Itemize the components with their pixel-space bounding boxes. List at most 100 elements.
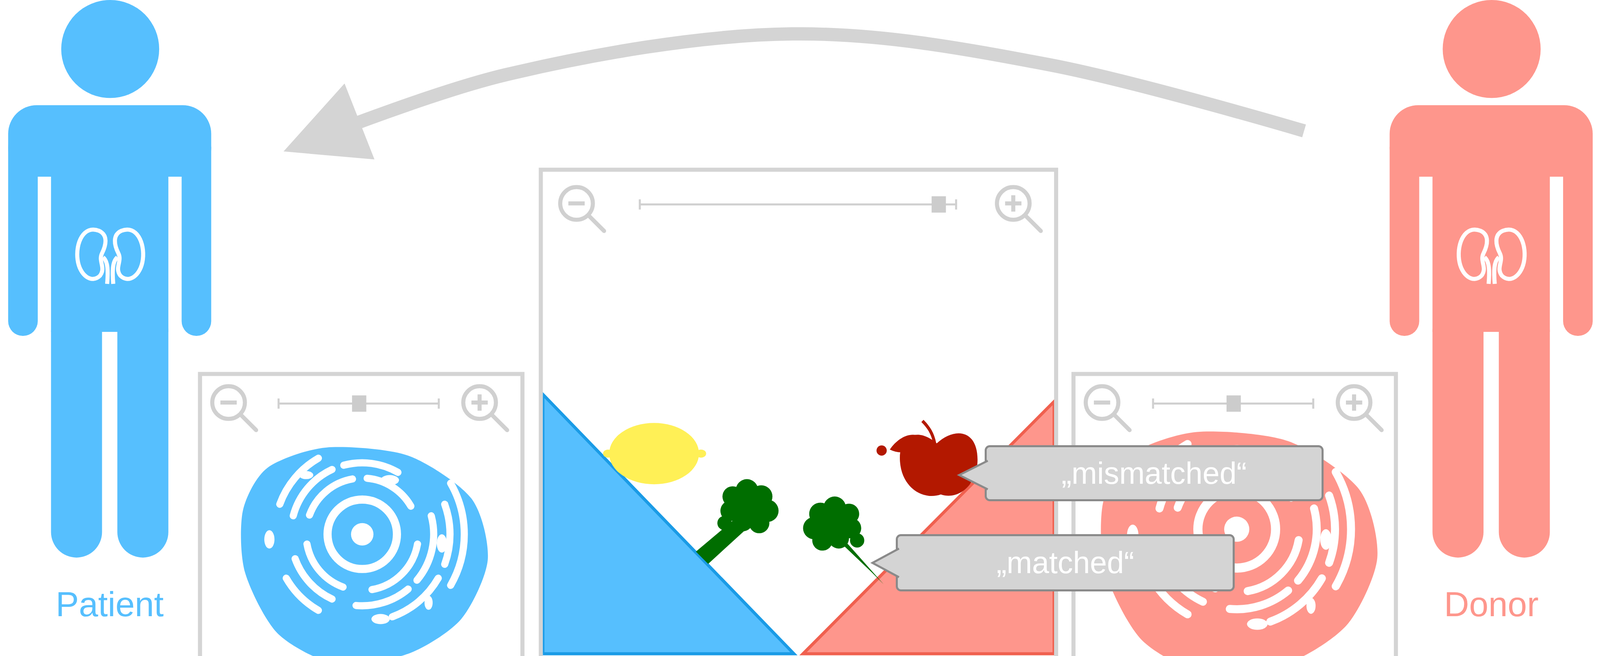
callout-box: „mismatched“ (984, 444, 1324, 501)
zoom-in-icon (491, 414, 508, 430)
zoom-in-icon (1366, 414, 1382, 430)
figure-part (1442, 0, 1541, 98)
figure-part (1389, 132, 1420, 336)
callout-pointer (959, 460, 988, 489)
transplant-arrow (319, 33, 1305, 138)
figure-part (51, 153, 169, 332)
cell-nucleus (327, 499, 397, 569)
zoom-out-icon (588, 215, 605, 231)
person-node: Patient (0, 0, 281, 656)
callout-pointer (872, 548, 899, 577)
broccoli-floret (819, 510, 846, 537)
person-figure (0, 0, 281, 656)
figure-part (103, 257, 108, 284)
endoplasmic-reticulum (1247, 539, 1299, 591)
vesicle (436, 533, 447, 553)
apple-leaf (889, 434, 925, 452)
figure-part (117, 306, 169, 557)
figure-part (1498, 306, 1551, 557)
callout-pointer (872, 548, 899, 577)
broccoli-floret (849, 532, 865, 548)
zoom-out-icon (1093, 400, 1111, 405)
cell-nucleolus (351, 522, 374, 546)
figure-part (1432, 306, 1484, 557)
endoplasmic-reticulum (355, 588, 408, 606)
figure-part (1494, 257, 1499, 284)
person-label: Donor (1381, 577, 1600, 631)
zoom-out-icon (1114, 414, 1130, 430)
zoom-controls (1085, 385, 1382, 430)
callout-text: „mismatched“ (1061, 455, 1247, 491)
vesicle (380, 474, 399, 486)
broccoli-floret (717, 515, 732, 530)
zoom-slider-thumb (1226, 394, 1241, 412)
zoom-out-icon (220, 400, 237, 405)
figure-part (8, 132, 38, 336)
endoplasmic-reticulum (1329, 495, 1336, 563)
figure-part (114, 229, 144, 279)
zoom-slider (1312, 398, 1315, 409)
endoplasmic-reticulum (1270, 577, 1322, 622)
broccoli (696, 478, 779, 564)
figure-part (77, 229, 106, 279)
lemon (603, 449, 614, 458)
vesicle (264, 529, 275, 548)
figure-part (181, 132, 212, 336)
endoplasmic-reticulum (450, 483, 465, 585)
lemon (696, 449, 707, 458)
callout-text: „matched“ (996, 544, 1135, 580)
figure-part (1484, 257, 1490, 284)
endoplasmic-reticulum (371, 543, 418, 589)
vesicle (299, 470, 314, 479)
figure-part (112, 257, 118, 284)
zoom-in-icon (1352, 394, 1357, 411)
broccoli-floret (735, 493, 763, 520)
figure-part (61, 0, 160, 98)
zoom-slider-thumb (351, 394, 367, 412)
zoom-slider (277, 398, 280, 409)
zoom-out-icon (240, 414, 257, 430)
endoplasmic-reticulum (416, 515, 434, 581)
zoom-controls (560, 187, 1041, 231)
apple (876, 420, 978, 496)
vesicle (1306, 597, 1316, 614)
figure-part (1496, 229, 1525, 279)
apple-leaf (876, 445, 887, 456)
zoom-slider-thumb (931, 196, 946, 213)
zoom-window (200, 373, 523, 656)
zoom-controls (212, 385, 508, 430)
endoplasmic-reticulum (392, 577, 438, 617)
endoplasmic-reticulum (1335, 471, 1352, 587)
zoom-slider (955, 199, 958, 210)
zoom-in-icon (1011, 195, 1016, 212)
cell (241, 446, 488, 656)
patient-surface (542, 394, 794, 654)
zoom-out-icon (568, 201, 585, 206)
vesicle (1320, 528, 1332, 550)
callout-box: „matched“ (895, 533, 1235, 591)
figure-part (1458, 229, 1488, 279)
broccoli (803, 495, 885, 584)
apple-stem (922, 420, 935, 443)
vesicle (371, 613, 390, 624)
endoplasmic-reticulum (444, 503, 451, 564)
person-label: Patient (0, 577, 220, 631)
person-figure (1300, 0, 1600, 656)
zoom-slider (437, 398, 440, 409)
endoplasmic-reticulum (343, 462, 399, 473)
zoom-slider (1151, 398, 1154, 409)
endoplasmic-reticulum (1229, 590, 1289, 609)
figure-part (1563, 132, 1593, 336)
cell-body (241, 446, 488, 656)
figure-part (1432, 153, 1551, 332)
vesicle (1246, 617, 1268, 630)
lemon (609, 422, 699, 484)
endoplasmic-reticulum (1298, 508, 1317, 581)
callout-pointer (959, 460, 988, 489)
endoplasmic-reticulum (279, 457, 319, 504)
zoom-in-icon (477, 394, 482, 411)
vesicle (424, 595, 433, 610)
